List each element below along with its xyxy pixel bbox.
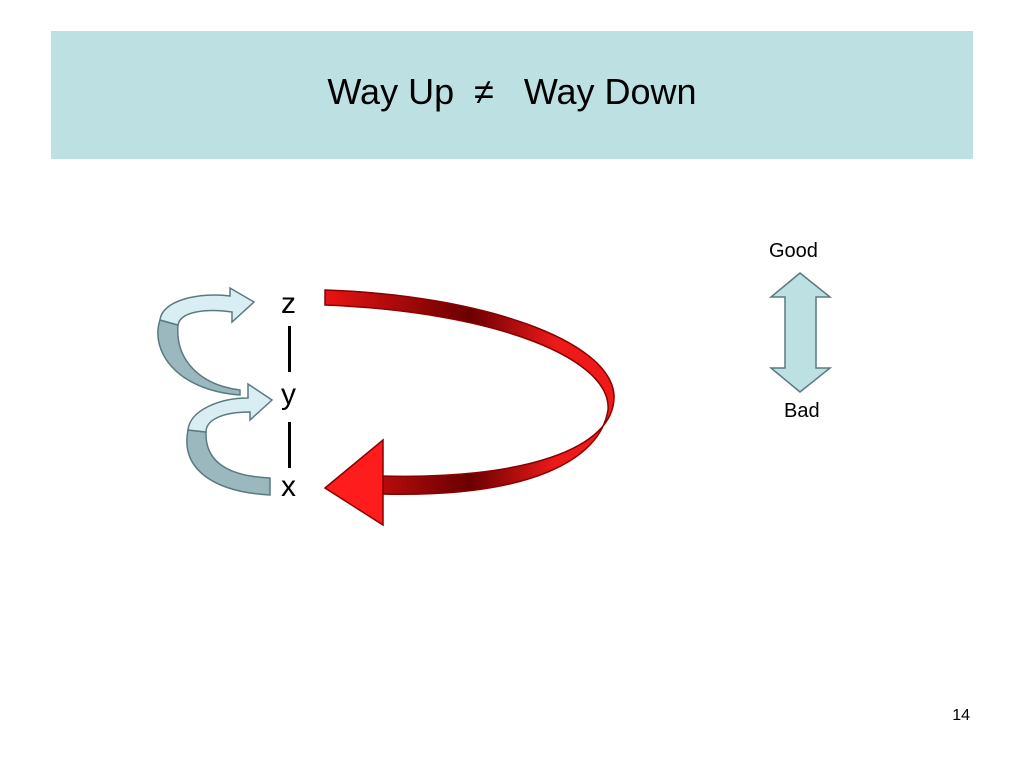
level-label-z: z [281, 287, 296, 320]
slide-title: Way Up ≠ Way Down [327, 71, 697, 112]
level-label-x: x [281, 470, 296, 503]
connector-z-y [288, 326, 291, 372]
curved-arrow-x-to-y [186, 382, 274, 496]
double-arrow-shape [768, 272, 833, 393]
arrow-back-face [186, 429, 271, 496]
page-number: 14 [952, 707, 970, 724]
red-arrow-head [323, 438, 384, 527]
arrow-front-face [187, 382, 274, 433]
arrow-front-face [159, 286, 256, 326]
scale-label-bad: Bad [784, 400, 820, 422]
scale-label-good: Good [769, 240, 818, 262]
curved-arrow-y-to-z [157, 286, 256, 396]
title-bar [51, 31, 973, 159]
connector-y-x [288, 422, 291, 468]
arrow-back-face [157, 319, 241, 396]
good-bad-double-arrow [768, 272, 833, 393]
red-curved-arrow-z-to-x [323, 289, 615, 527]
level-label-y: y [281, 378, 296, 411]
